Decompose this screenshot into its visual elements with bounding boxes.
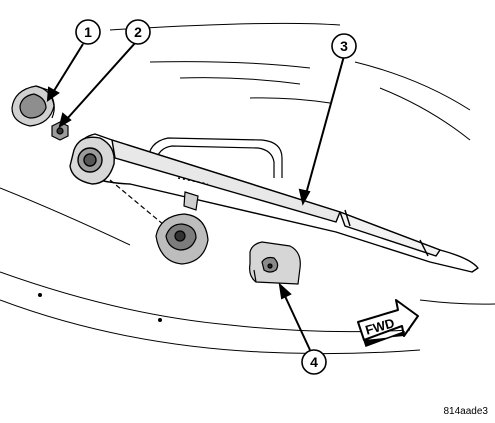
figure-id: 814aade3 — [444, 406, 489, 417]
arrowhead-1 — [46, 86, 60, 103]
leader-line-3 — [305, 55, 345, 195]
arrowhead-4 — [278, 282, 292, 300]
callout-number-1: 1 — [84, 24, 92, 40]
callout-2: 2 — [125, 19, 151, 45]
fwd-direction-arrow: FWD — [357, 299, 419, 347]
callout-3: 3 — [331, 33, 357, 59]
bracket-part — [249, 241, 301, 285]
callout-number-2: 2 — [134, 24, 142, 40]
arrowhead-2 — [58, 112, 72, 129]
arm-tab — [183, 191, 199, 211]
leader-line-1 — [51, 43, 84, 95]
glass-outline — [0, 22, 495, 355]
leader-lines — [46, 41, 345, 351]
leader-line-2 — [65, 41, 137, 121]
callout-4: 4 — [301, 349, 327, 375]
wiper-arm — [79, 133, 479, 273]
leader-line-4 — [283, 293, 311, 351]
callout-number-4: 4 — [310, 354, 318, 370]
arrowhead-3 — [298, 188, 311, 206]
pivot-shaft-mount — [109, 179, 209, 265]
callout-number-3: 3 — [340, 38, 348, 54]
arm-pivot-head — [69, 136, 115, 185]
callout-1: 1 — [75, 19, 101, 45]
